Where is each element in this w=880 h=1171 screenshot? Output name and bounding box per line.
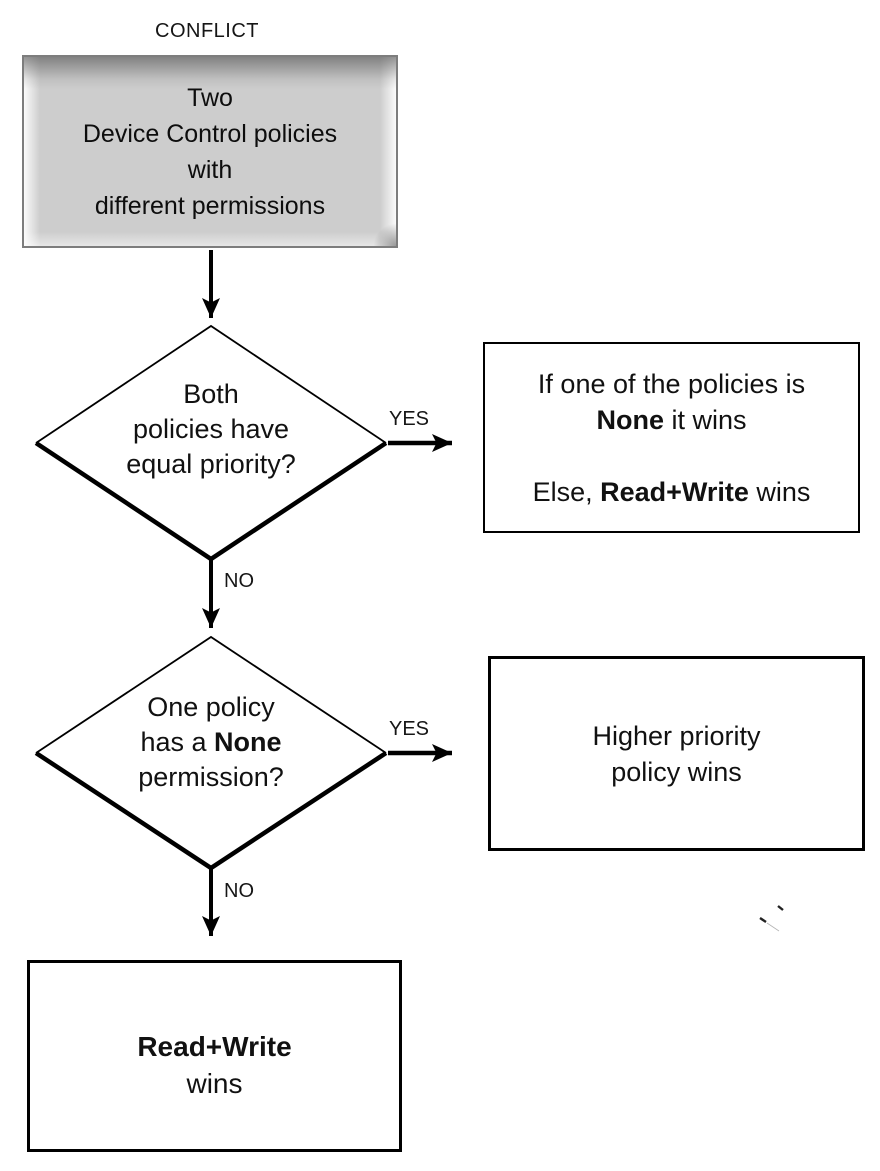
text-line: with xyxy=(187,155,233,184)
decision2-node: One policy has a None permission? xyxy=(86,690,336,795)
text-line: Two xyxy=(187,83,233,112)
text-line: equal priority? xyxy=(126,449,296,479)
result1-node: If one of the policies is None it wins El… xyxy=(483,342,860,533)
conflict-label: CONFLICT xyxy=(155,20,259,42)
text-line: None it wins xyxy=(596,404,747,435)
stray-mark-2 xyxy=(759,917,767,923)
decision2-diamond-top-edge xyxy=(35,635,387,754)
text-line: policy wins xyxy=(611,756,742,787)
text-line: One policy xyxy=(147,692,275,722)
yes-label-1: YES xyxy=(388,408,430,430)
text-line: has a None xyxy=(140,727,282,757)
result2-node: Higher priority policy wins xyxy=(488,656,865,851)
text-line xyxy=(485,438,858,474)
text-line: Read+Write xyxy=(137,1031,292,1062)
text-line: wins xyxy=(186,1068,243,1099)
no-label-2: NO xyxy=(224,880,254,902)
text-line: Else, Read+Write wins xyxy=(532,476,811,507)
text-line: permission? xyxy=(138,762,284,792)
stray-mark-3 xyxy=(766,922,780,932)
result3-node: Read+Write wins xyxy=(27,960,402,1152)
text-line: different permissions xyxy=(94,191,326,220)
text-line: policies have xyxy=(132,414,290,444)
text-line: Both xyxy=(183,379,239,409)
stray-mark-1 xyxy=(777,905,784,911)
text-line: Higher priority xyxy=(592,720,761,751)
text-line: Device Control policies xyxy=(82,119,338,148)
no-label-1: NO xyxy=(224,570,254,592)
text-line: If one of the policies is xyxy=(537,368,806,399)
yes-label-2: YES xyxy=(388,718,430,740)
decision1-diamond-top-edge xyxy=(35,324,387,444)
decision1-node: Both policies have equal priority? xyxy=(86,377,336,482)
